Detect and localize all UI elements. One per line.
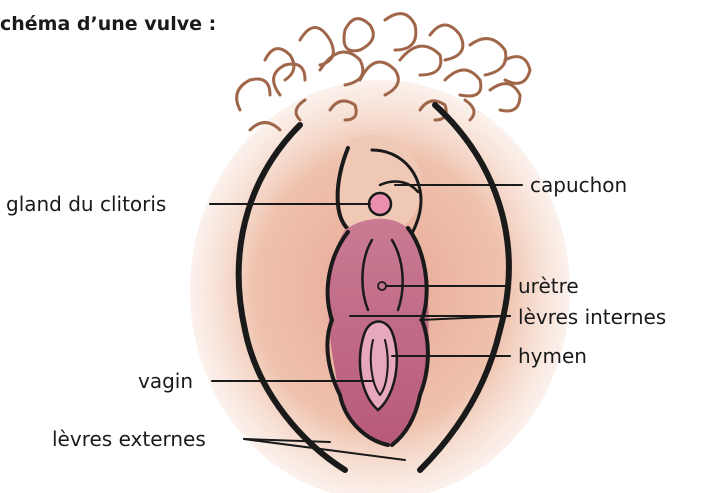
- label-gland-du-clitoris: gland du clitoris: [6, 192, 166, 216]
- label-levres-internes: lèvres internes: [518, 305, 666, 329]
- diagram-title: chéma d’une vulve :: [0, 13, 216, 35]
- clitoris-glans: [369, 193, 391, 215]
- label-vagin: vagin: [138, 369, 193, 393]
- label-capuchon: capuchon: [530, 173, 627, 197]
- label-levres-externes: lèvres externes: [52, 427, 206, 451]
- label-hymen: hymen: [518, 344, 587, 368]
- label-uretre: urètre: [518, 274, 579, 298]
